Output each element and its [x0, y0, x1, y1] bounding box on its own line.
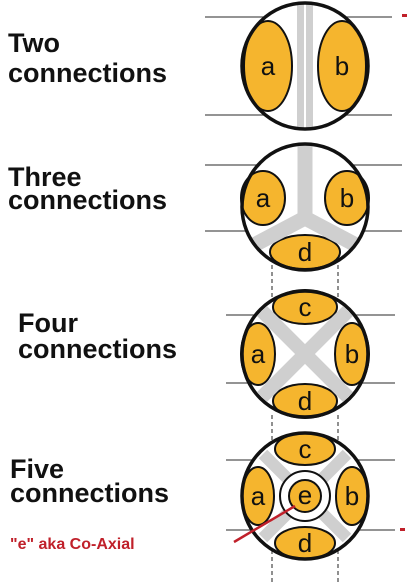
coaxial-pointer [233, 504, 296, 544]
connector-outline [240, 1, 370, 131]
coaxial-note: "e" aka Co-Axial [10, 536, 135, 553]
contact-e [288, 479, 322, 513]
title-five-line2: connections [10, 478, 169, 508]
edge-mark [400, 528, 405, 531]
letter-a: a [251, 339, 266, 369]
letter-d: d [298, 528, 312, 558]
title-three-line1: Three [8, 162, 82, 192]
panel-four-connections: Four connections c a b d [18, 289, 395, 419]
contact-a [243, 20, 293, 112]
separator-y [250, 144, 360, 252]
title-four-line2: connections [18, 334, 177, 364]
letter-b: b [345, 481, 359, 511]
letter-d: d [298, 237, 312, 267]
letter-b: b [335, 51, 349, 81]
letter-c: c [299, 292, 312, 322]
letter-a: a [251, 481, 266, 511]
panel-two-connections: Two connections a b [8, 1, 392, 131]
letter-a: a [261, 51, 276, 81]
separator-x [257, 306, 353, 402]
title-two-line2: connections [8, 58, 167, 88]
letter-c: c [299, 434, 312, 464]
panel-five-connections: Five connections c a b e d "e" aka Co-Ax… [10, 431, 395, 561]
edge-mark [402, 14, 407, 17]
letter-e: e [298, 480, 312, 510]
contact-b [317, 20, 367, 112]
letter-d: d [298, 386, 312, 416]
connector-outline [240, 431, 370, 561]
title-five-line1: Five [10, 454, 64, 484]
title-two-line1: Two [8, 28, 60, 58]
letter-a: a [256, 183, 271, 213]
connector-outline [240, 289, 370, 419]
letter-b: b [345, 339, 359, 369]
connector-outline [240, 142, 370, 272]
panel-three-connections: Three connections a b d [8, 142, 402, 272]
title-four-line1: Four [18, 308, 78, 338]
dashed-guides [271, 265, 339, 584]
letter-b: b [340, 183, 354, 213]
title-three-line2: connections [8, 185, 167, 215]
